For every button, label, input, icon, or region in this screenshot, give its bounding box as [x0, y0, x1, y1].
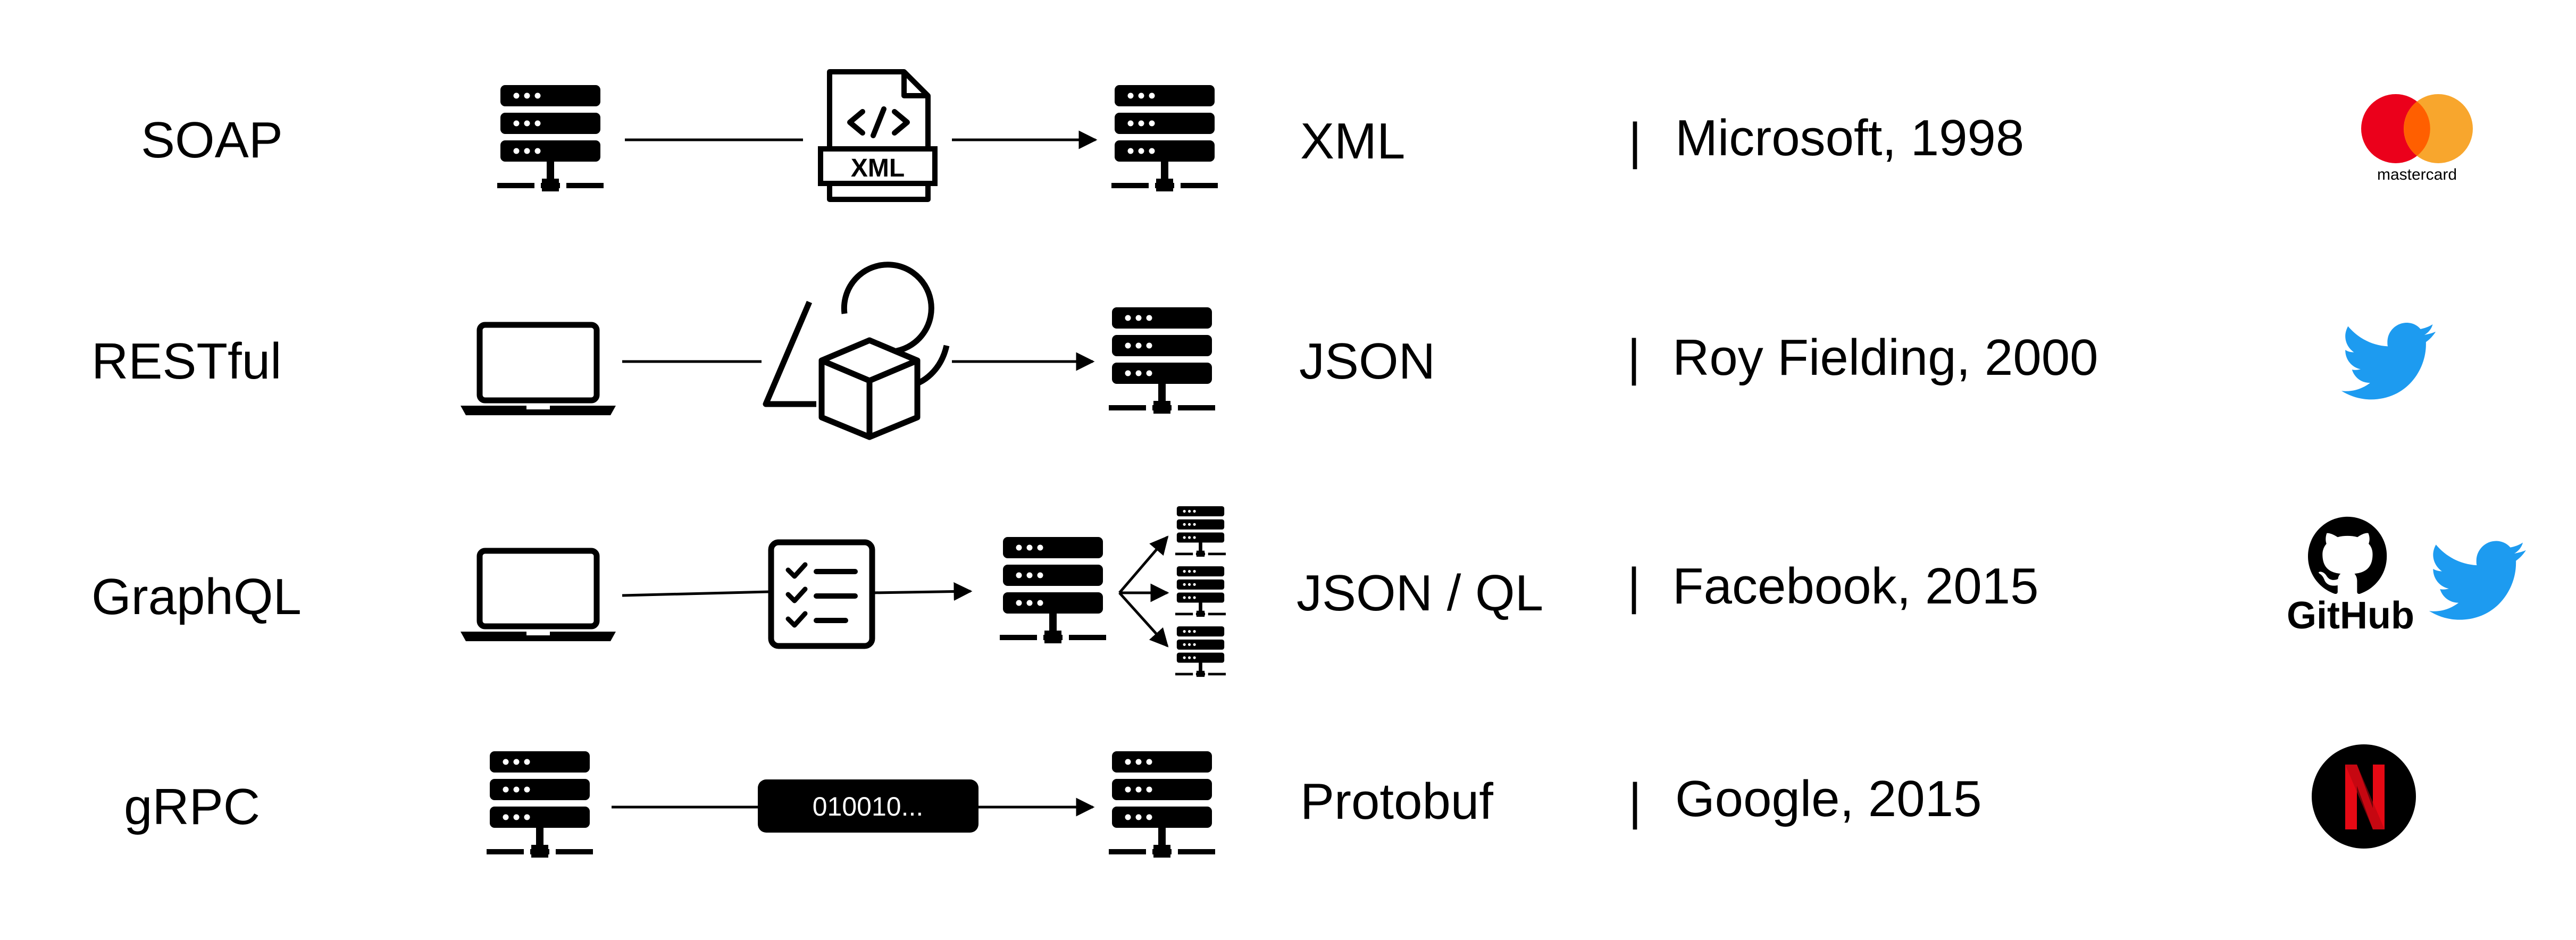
- separator-restful: |: [1627, 329, 1641, 386]
- server-icon: [1175, 566, 1226, 617]
- laptop-icon: [461, 551, 616, 641]
- server-icon: [1175, 506, 1226, 557]
- origin-grpc: Google, 2015: [1675, 770, 1982, 827]
- binary-payload-pill: [758, 779, 978, 833]
- origin-soap: Microsoft, 1998: [1675, 110, 2025, 166]
- github-wordmark: GitHub: [2287, 594, 2414, 637]
- request-arrow: [872, 582, 973, 601]
- xml-document-icon: XML: [818, 69, 938, 202]
- binary-payload-label: 010010...: [813, 792, 924, 821]
- graphql-flow: [461, 506, 1226, 677]
- netflix-logo: [2312, 744, 2416, 849]
- format-soap: XML: [1300, 113, 1406, 170]
- separator-soap: |: [1628, 113, 1642, 170]
- server-icon: [497, 85, 604, 191]
- format-grpc: Protobuf: [1300, 773, 1493, 830]
- origin-restful: Roy Fielding, 2000: [1672, 329, 2098, 386]
- fanout-arrow: [1118, 592, 1169, 648]
- api-name-grpc: gRPC: [124, 778, 261, 835]
- separator-grpc: |: [1628, 773, 1642, 830]
- soap-flow: XML: [497, 69, 1218, 202]
- twitter-logo: [2429, 541, 2526, 620]
- query-checklist-icon: [768, 539, 875, 649]
- server-icon: [1111, 85, 1218, 191]
- server-icon: [1109, 307, 1215, 414]
- format-restful: JSON: [1299, 333, 1436, 390]
- resource-shapes-icon: [763, 262, 950, 440]
- grpc-flow: 010010...: [487, 751, 1215, 858]
- mastercard-wordmark: mastercard: [2377, 166, 2457, 183]
- github-logo: GitHub: [2287, 516, 2414, 637]
- api-name-soap: SOAP: [141, 112, 283, 169]
- server-icon: [1109, 751, 1215, 858]
- server-icon: [1000, 537, 1106, 643]
- xml-document-label: XML: [851, 154, 905, 182]
- origin-graphql: Facebook, 2015: [1672, 558, 2039, 615]
- twitter-logo: [2341, 323, 2436, 400]
- api-name-restful: RESTful: [91, 333, 282, 390]
- format-graphql: JSON / QL: [1297, 565, 1544, 622]
- server-icon: [487, 751, 593, 858]
- server-icon: [1175, 626, 1226, 677]
- laptop-icon: [461, 325, 616, 415]
- fanout-arrow: [1118, 535, 1169, 594]
- mastercard-logo: mastercard: [2361, 94, 2473, 183]
- restful-flow: [461, 262, 1215, 440]
- api-name-graphql: GraphQL: [91, 568, 302, 625]
- connector-line: [622, 590, 769, 597]
- separator-graphql: |: [1627, 558, 1641, 615]
